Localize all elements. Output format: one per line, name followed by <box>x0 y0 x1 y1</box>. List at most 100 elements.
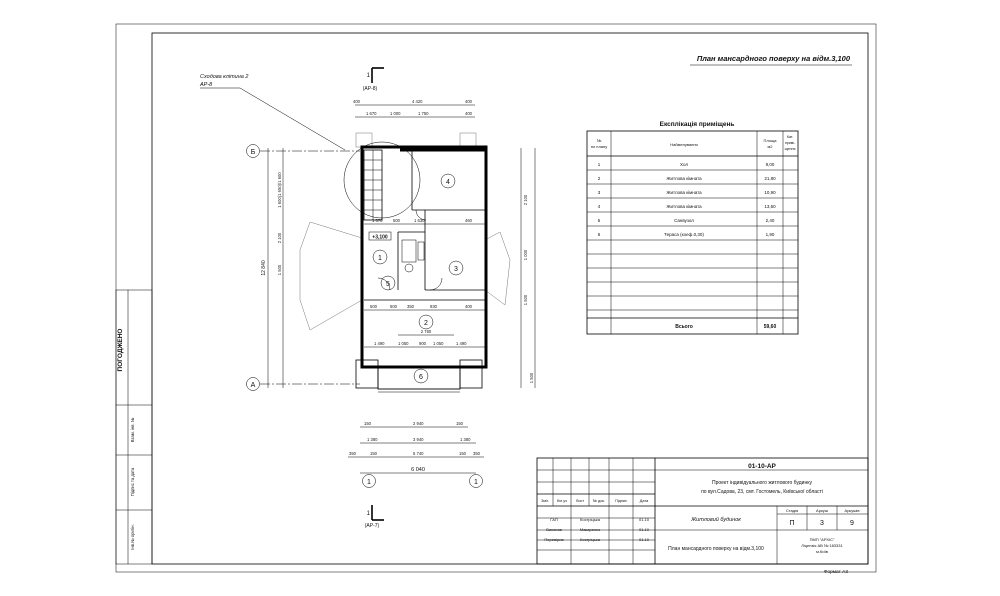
svg-text:2 100: 2 100 <box>523 194 528 205</box>
svg-text:400: 400 <box>465 99 473 104</box>
left-dimensions: 12 840 1 600(1 650)/1 600 2 100 1 500 <box>261 148 284 388</box>
svg-text:Костріцька: Костріцька <box>580 537 601 542</box>
svg-text:1 380: 1 380 <box>460 437 471 442</box>
section-mark-top: 1 (АР-8) <box>363 67 384 92</box>
side-pogodzheno: ПОГОДЖЕНО <box>117 329 124 372</box>
svg-text:1 000: 1 000 <box>390 111 401 116</box>
svg-text:Перевірив: Перевірив <box>544 537 563 542</box>
svg-text:350: 350 <box>407 304 415 309</box>
svg-text:Ліцензія АВ № 183331: Ліцензія АВ № 183331 <box>801 543 843 548</box>
svg-text:Аркушів: Аркушів <box>845 508 860 513</box>
svg-text:01.10: 01.10 <box>639 527 650 532</box>
svg-text:№ док.: № док. <box>593 499 605 503</box>
object-name: Житловий будинок <box>690 516 741 523</box>
svg-text:Тераса (коеф.0,30): Тераса (коеф.0,30) <box>664 232 704 237</box>
svg-text:(АР-7): (АР-7) <box>365 523 380 529</box>
svg-text:9: 9 <box>850 520 854 527</box>
room-2: 2 <box>424 320 428 327</box>
explication-title: Експлікація приміщень <box>660 120 735 128</box>
svg-text:по плану: по плану <box>591 144 607 149</box>
room-labels: 1 2 3 4 5 6 <box>372 173 464 384</box>
sheet-name: План мансардного поверху на відм.3,100 <box>668 546 764 552</box>
svg-text:500: 500 <box>390 304 398 309</box>
svg-text:500: 500 <box>393 218 401 223</box>
svg-text:Макаренко: Макаренко <box>580 527 601 532</box>
roof-outline <box>299 132 511 331</box>
room-4: 4 <box>446 179 450 186</box>
svg-text:№: № <box>597 138 601 143</box>
explication-total-label: Всього <box>675 324 693 330</box>
svg-text:м.Київ: м.Київ <box>816 549 828 554</box>
svg-text:1 670: 1 670 <box>366 111 377 116</box>
svg-text:6 040: 6 040 <box>411 467 425 473</box>
right-dimensions: 2 100 1 000 1 500 1 500 <box>520 148 536 388</box>
svg-text:1 500: 1 500 <box>529 372 534 383</box>
svg-text:Площа: Площа <box>764 138 778 143</box>
svg-text:Найменування: Найменування <box>670 142 697 147</box>
svg-text:1 490: 1 490 <box>374 341 385 346</box>
side-pidpys: Підпис та дата <box>130 467 135 496</box>
side-vzam: Взам. інв. № <box>130 417 135 442</box>
svg-text:1 630: 1 630 <box>414 218 425 223</box>
side-stamp: ПОГОДЖЕНО Взам. інв. № Підпис та дата Ін… <box>115 289 153 565</box>
svg-text:Аркуш: Аркуш <box>816 508 828 513</box>
svg-text:1 500: 1 500 <box>523 294 528 305</box>
svg-text:1 600(1 650)/1 600: 1 600(1 650)/1 600 <box>277 172 282 208</box>
svg-text:Зміг.: Зміг. <box>541 499 549 503</box>
svg-text:10,90: 10,90 <box>764 190 776 195</box>
svg-text:А: А <box>251 382 256 389</box>
svg-text:+3,100: +3,100 <box>372 235 388 241</box>
axis-b: Б <box>246 144 360 158</box>
svg-text:Житлова кімната: Житлова кімната <box>666 204 702 209</box>
svg-text:(АР-8): (АР-8) <box>363 86 378 92</box>
svg-text:3 940: 3 940 <box>413 437 424 442</box>
svg-text:2 940: 2 940 <box>413 421 424 426</box>
svg-text:1 570: 1 570 <box>372 218 383 223</box>
svg-text:460: 460 <box>465 218 473 223</box>
svg-text:1: 1 <box>367 479 371 486</box>
svg-text:1 490: 1 490 <box>456 341 467 346</box>
bottom-axis-marks: 1 1 1 (АР-7) <box>362 474 483 529</box>
svg-text:3: 3 <box>820 520 824 527</box>
svg-text:Підпис: Підпис <box>615 499 627 503</box>
svg-text:1 380: 1 380 <box>367 437 378 442</box>
sheet-title: План мансардного поверху на відм.3,100 <box>697 54 851 63</box>
title-block: 01-10-АР Проект індивідуального житловог… <box>536 457 869 565</box>
svg-text:1: 1 <box>598 162 601 167</box>
explication-table: Експлікація приміщень № по плану Наймену… <box>586 120 799 335</box>
svg-text:01.10: 01.10 <box>639 517 650 522</box>
svg-text:1: 1 <box>367 511 371 517</box>
svg-text:12 840: 12 840 <box>261 260 267 276</box>
svg-text:2 760: 2 760 <box>421 329 432 334</box>
svg-text:Житлова кімната: Житлова кімната <box>666 190 702 195</box>
room-1: 1 <box>378 255 382 262</box>
svg-text:Хол: Хол <box>680 162 688 167</box>
project-title-line2: по вул.Садова, 23, смт. Гостомель, Київс… <box>701 489 823 495</box>
svg-text:Кат.: Кат. <box>787 135 793 139</box>
svg-text:Житлова кімната: Житлова кімната <box>666 176 702 181</box>
svg-text:2,40: 2,40 <box>766 218 775 223</box>
svg-text:930: 930 <box>430 304 438 309</box>
svg-text:щення: щення <box>785 147 796 151</box>
svg-text:6: 6 <box>598 232 601 237</box>
svg-text:Лист: Лист <box>576 499 585 503</box>
axis-a: А <box>246 377 360 391</box>
level-mark: +3,100 <box>368 231 392 241</box>
svg-text:1 000: 1 000 <box>523 249 528 260</box>
svg-text:4 420: 4 420 <box>412 99 423 104</box>
room-3: 3 <box>454 266 458 273</box>
interior-dimensions: 1 570 500 1 630 460 500 500 350 930 400 … <box>364 218 486 348</box>
side-inv: Інв.№ оригін. <box>130 524 135 549</box>
top-dimensions: 400 4 420 400 1 670 1 000 1 750 400 <box>353 99 475 118</box>
svg-text:П: П <box>789 520 794 527</box>
svg-text:1 500: 1 500 <box>277 264 282 275</box>
svg-text:350: 350 <box>473 451 481 456</box>
svg-text:примі-: примі- <box>785 141 796 145</box>
svg-text:01.10: 01.10 <box>639 537 650 542</box>
svg-text:4: 4 <box>598 204 601 209</box>
callout-line2: АР-8 <box>199 82 213 88</box>
svg-text:150: 150 <box>370 451 378 456</box>
project-title-line1: Проект індивідуального житлового будинку <box>712 480 812 486</box>
svg-text:350: 350 <box>349 451 357 456</box>
